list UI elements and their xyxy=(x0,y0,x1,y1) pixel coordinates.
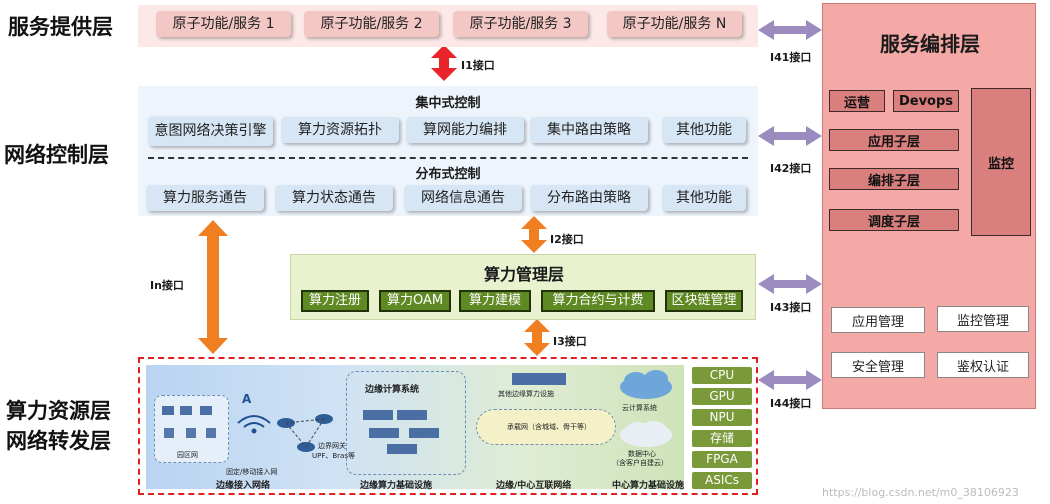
edge-gateway-label: 边界网关 xyxy=(318,442,346,450)
distributed-item-network-info: 网络信息通告 xyxy=(404,185,522,211)
service-item-1: 原子功能/服务 1 xyxy=(156,11,291,37)
service-item-n: 原子功能/服务 N xyxy=(607,11,742,37)
service-provision-layer-label: 服务提供层 xyxy=(8,15,113,39)
service-orchestration-title: 服务编排层 xyxy=(880,32,980,56)
network-control-panel: 集中式控制 意图网络决策引擎 算力资源拓扑 算网能力编排 集中路由策略 其他功能… xyxy=(138,86,758,216)
i43-interface-label: I43接口 xyxy=(770,301,812,314)
hardware-asics: ASICs xyxy=(692,472,752,489)
centralized-control-title: 集中式控制 xyxy=(415,96,481,111)
access-routers-icon xyxy=(277,414,333,452)
compute-modeling: 算力建模 xyxy=(459,290,531,312)
data-center-label: 数据中心 xyxy=(628,450,656,458)
authentication-box: 鉴权认证 xyxy=(937,352,1029,378)
svg-text:A: A xyxy=(242,392,252,406)
bearer-network-label: 承载网（含城域、骨干等） xyxy=(507,423,591,431)
hardware-storage: 存储 xyxy=(692,430,752,447)
edge-compute-system-label: 边缘计算系统 xyxy=(365,385,420,395)
service-item-2: 原子功能/服务 2 xyxy=(304,11,439,37)
blockchain-management: 区块链管理 xyxy=(665,290,743,312)
distributed-item-state-advertise: 算力状态通告 xyxy=(275,185,393,211)
centralized-item-intent-engine: 意图网络决策引擎 xyxy=(148,116,273,146)
i42-arrow xyxy=(758,126,822,146)
watermark-url: https://blog.csdn.net/m0_38106923 xyxy=(822,486,1019,499)
i3-arrow xyxy=(524,319,550,356)
edge-facility-servers-icon xyxy=(512,373,566,385)
i1-interface-label: I1接口 xyxy=(461,59,495,72)
fixed-mobile-access-label: 固定/移动接入网 xyxy=(226,468,278,476)
i1-arrow xyxy=(431,45,457,81)
edge-access-network-label: 边缘接入网络 xyxy=(216,481,271,491)
service-provision-panel: 原子功能/服务 1 原子功能/服务 2 原子功能/服务 3 原子功能/服务 N xyxy=(138,5,758,47)
compute-management-panel: 算力管理层 算力注册 算力OAM 算力建模 算力合约与计费 区块链管理 xyxy=(290,254,756,320)
cloud-icon xyxy=(620,370,672,399)
other-edge-facilities-label: 其他边缘算力设施 xyxy=(498,390,554,398)
data-center-icon xyxy=(620,421,672,447)
upf-bras-label: UPF、Bras等 xyxy=(312,452,355,460)
hardware-cpu: CPU xyxy=(692,367,752,384)
in-arrow xyxy=(198,220,228,354)
monitoring-management-box: 监控管理 xyxy=(937,306,1029,332)
hardware-npu: NPU xyxy=(692,409,752,426)
operations-box: 运营 xyxy=(829,90,885,112)
wireless-antenna-icon: A xyxy=(237,392,271,434)
edge-servers-icon xyxy=(363,410,439,454)
network-control-layer-label: 网络控制层 xyxy=(4,143,109,167)
distributed-item-service-advertise: 算力服务通告 xyxy=(146,185,264,211)
security-management-box: 安全管理 xyxy=(831,352,925,378)
application-sublayer-box: 应用子层 xyxy=(829,129,959,151)
application-management-box: 应用管理 xyxy=(831,307,925,333)
i44-arrow xyxy=(758,370,822,390)
i3-interface-label: I3接口 xyxy=(553,335,587,348)
in-interface-label: In接口 xyxy=(150,279,184,292)
cloud-system-label: 云计算系统 xyxy=(622,404,657,412)
distributed-control-title: 分布式控制 xyxy=(415,167,481,182)
centralized-item-capability-orchestration: 算网能力编排 xyxy=(406,117,524,143)
orchestration-sublayer-box: 编排子层 xyxy=(829,168,959,190)
centralized-item-resource-topology: 算力资源拓扑 xyxy=(281,117,399,143)
resource-forwarding-panel: 园区网 A 固定/移动接入网 边界网关 UPF、Bras等 边缘计算系统 xyxy=(138,357,758,495)
i43-arrow xyxy=(758,274,822,294)
edge-center-interconnect-label: 边缘/中心互联网络 xyxy=(496,481,572,491)
data-center-sub-label: （含客户自建云） xyxy=(612,459,668,467)
center-compute-infra-label: 中心算力基础设施 xyxy=(612,481,685,491)
i2-arrow xyxy=(521,216,547,253)
service-item-3: 原子功能/服务 3 xyxy=(453,11,588,37)
centralized-item-other: 其他功能 xyxy=(662,117,746,143)
forwarding-layer-label: 网络转发层 xyxy=(6,429,111,453)
edge-compute-system-zone: 边缘计算系统 xyxy=(346,371,466,475)
compute-registration: 算力注册 xyxy=(301,290,369,312)
centralized-item-routing-policy: 集中路由策略 xyxy=(530,117,648,143)
hardware-fpga: FPGA xyxy=(692,451,752,468)
hardware-gpu: GPU xyxy=(692,388,752,405)
resource-illustration: 园区网 A 固定/移动接入网 边界网关 UPF、Bras等 边缘计算系统 xyxy=(146,365,685,491)
control-divider xyxy=(148,157,748,159)
i42-interface-label: I42接口 xyxy=(770,162,812,175)
resource-layer-label: 算力资源层 xyxy=(6,399,111,423)
campus-devices-icon xyxy=(162,406,216,438)
monitoring-box: 监控 xyxy=(971,88,1031,236)
i41-arrow xyxy=(758,20,822,40)
bearer-network-zone: 承载网（含城域、骨干等） xyxy=(476,409,616,445)
edge-compute-infra-label: 边缘算力基础设施 xyxy=(360,481,433,491)
distributed-item-routing-policy: 分布路由策略 xyxy=(530,185,648,211)
campus-network-label: 园区网 xyxy=(177,451,198,459)
i41-interface-label: I41接口 xyxy=(770,51,812,64)
distributed-item-other: 其他功能 xyxy=(662,185,746,211)
devops-box: Devops xyxy=(893,90,959,112)
compute-oam: 算力OAM xyxy=(379,290,451,312)
campus-network-zone: 园区网 xyxy=(154,395,229,463)
compute-contract-billing: 算力合约与计费 xyxy=(541,290,655,312)
i44-interface-label: I44接口 xyxy=(770,397,812,410)
compute-management-title: 算力管理层 xyxy=(483,265,564,284)
i2-interface-label: I2接口 xyxy=(550,233,584,246)
service-orchestration-panel: 服务编排层 运营 Devops 应用子层 编排子层 调度子层 监控 应用管理 监… xyxy=(822,3,1036,409)
scheduling-sublayer-box: 调度子层 xyxy=(829,209,959,231)
